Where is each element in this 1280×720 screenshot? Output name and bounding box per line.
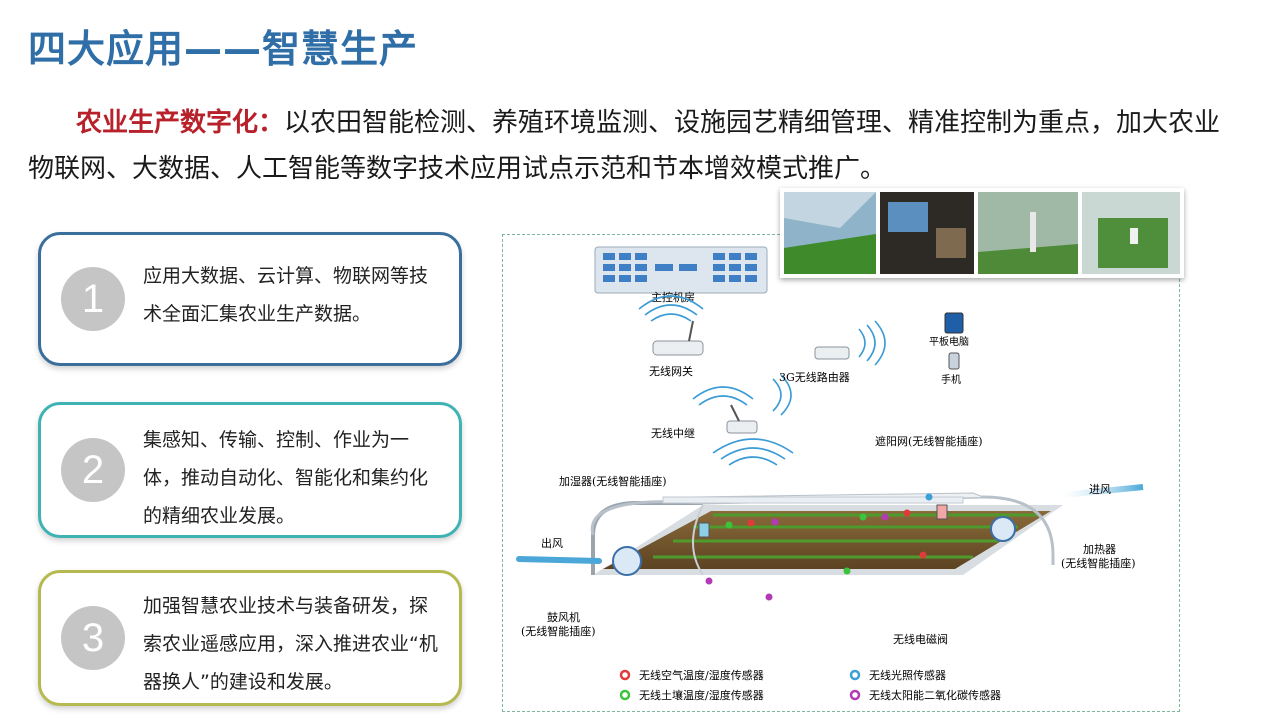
gateway-icon <box>652 320 704 356</box>
label-shade-net: 遮阳网(无线智能插座) <box>875 434 983 448</box>
label-valve: 无线电磁阀 <box>893 632 948 646</box>
intro-paragraph: 农业生产数字化：以农田智能检测、养殖环境监测、设施园艺精细管理、精准控制为重点，… <box>28 100 1228 192</box>
label-tablet: 平板电脑 <box>929 335 969 348</box>
diagram-svg: 主控机房 无线网关 3G无线路由器 平板电脑 手机 无线中继 <box>516 246 1144 702</box>
label-relay: 无线中继 <box>651 426 695 440</box>
greenhouse-photo-4 <box>1082 192 1180 274</box>
air-in-arrow-icon <box>1062 484 1144 498</box>
card-text-3: 加强智慧农业技术与装备研发，探索农业遥感应用，深入推进农业“机器换人”的建设和发… <box>143 595 438 693</box>
legend-marker <box>619 689 631 701</box>
heater-icon <box>936 504 948 520</box>
intro-text: 以农田智能检测、养殖环境监测、设施园艺精细管理、精准控制为重点，加大农业物联网、… <box>28 108 1221 184</box>
label-air-in: 进风 <box>1089 483 1111 496</box>
card-number-2: 2 <box>61 438 125 502</box>
card-number-1: 1 <box>61 267 125 331</box>
fan-icon <box>990 516 1016 542</box>
legend-marker <box>619 669 631 681</box>
label-phone: 手机 <box>941 373 961 386</box>
card-1: 1 应用大数据、云计算、物联网等技术全面汇集农业生产数据。 <box>38 232 462 366</box>
humidifier-icon <box>698 522 710 538</box>
iot-greenhouse-diagram: 主控机房 无线网关 3G无线路由器 平板电脑 手机 无线中继 <box>502 234 1180 712</box>
card-text-2: 集感知、传输、控制、作业为一体，推动自动化、智能化和集约化的精细农业发展。 <box>143 429 429 527</box>
intro-colon: ： <box>258 108 285 138</box>
card-3: 3 加强智慧农业技术与装备研发，探索农业遥感应用，深入推进农业“机器换人”的建设… <box>38 570 462 706</box>
label-humidifier: 加湿器(无线智能插座) <box>559 474 667 488</box>
greenhouse-photo-3 <box>978 192 1078 274</box>
legend-label: 无线空气温度/湿度传感器 <box>639 668 764 682</box>
server-rack-icon <box>594 246 768 294</box>
label-air-out: 出风 <box>541 536 563 550</box>
card-number-3: 3 <box>61 606 125 670</box>
relay-icon <box>726 404 758 434</box>
label-blower-1: 鼓风机 <box>547 610 580 624</box>
greenhouse-photo-1 <box>784 192 876 274</box>
greenhouse-photo-2 <box>880 192 974 274</box>
label-control-room: 主控机房 <box>651 290 695 304</box>
air-out-arrow-icon <box>516 556 602 564</box>
greenhouse-illustration <box>590 492 1063 601</box>
label-blower-2: (无线智能插座) <box>521 624 596 638</box>
intro-highlight: 农业生产数字化 <box>76 108 259 138</box>
label-heater-1: 加热器 <box>1083 543 1116 556</box>
page-title: 四大应用——智慧生产 <box>28 27 419 71</box>
card-text-1: 应用大数据、云计算、物联网等技术全面汇集农业生产数据。 <box>143 265 429 325</box>
tablet-icon <box>944 312 964 334</box>
label-router: 3G无线路由器 <box>779 370 850 384</box>
blower-fan-icon <box>612 546 642 576</box>
greenhouse-photo-strip <box>780 188 1184 278</box>
legend-marker <box>849 669 861 681</box>
label-gateway: 无线网关 <box>649 364 693 378</box>
legend-label: 无线光照传感器 <box>869 668 946 682</box>
router-icon <box>814 346 850 360</box>
legend-label: 无线土壤温度/湿度传感器 <box>639 688 764 702</box>
legend-marker <box>849 689 861 701</box>
legend-label: 无线太阳能二氧化碳传感器 <box>869 688 1001 702</box>
wifi-waves-icon <box>638 295 886 466</box>
label-heater-2: (无线智能插座) <box>1061 556 1136 570</box>
phone-icon <box>948 352 960 370</box>
card-2: 2 集感知、传输、控制、作业为一体，推动自动化、智能化和集约化的精细农业发展。 <box>38 402 462 538</box>
